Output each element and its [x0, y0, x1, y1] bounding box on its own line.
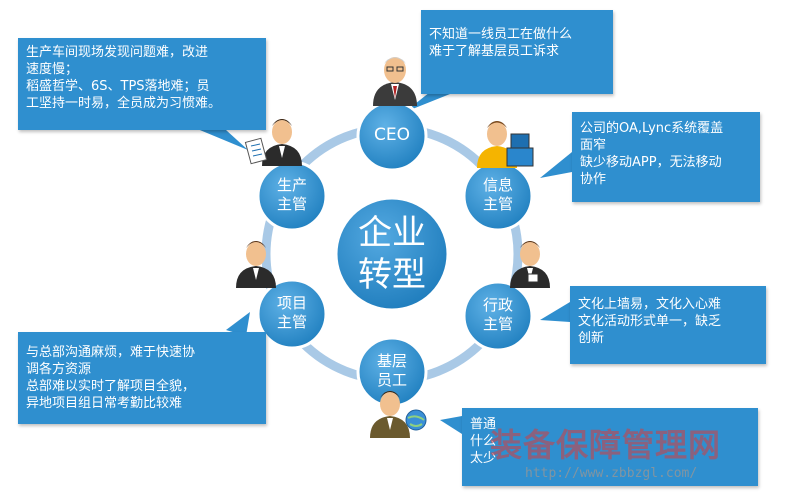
node-label-production: 生产 主管: [258, 176, 326, 214]
callout-project: 与总部沟通麻烦，难于快速协 调各方资源 总部难以实时了解项目全貌， 异地项目组日…: [18, 332, 266, 424]
center-label: 企业 转型: [352, 212, 432, 296]
callout-ceo: 不知道一线员工在做什么 难于了解基层员工诉求: [421, 10, 613, 94]
callout-staff-line2: 什么: [470, 434, 497, 449]
watermark-url: http://www.zbbzgl.com/: [525, 466, 698, 481]
node-production-line1: 生产: [276, 176, 307, 194]
callout-ceo-line2: 难于了解基层员工诉求: [429, 44, 560, 59]
it-person-icon: [477, 121, 534, 168]
callout-project-line3: 总部难以实时了解项目全貌，: [26, 379, 196, 394]
project-person-icon: [236, 241, 276, 288]
node-project-line1: 项目: [276, 294, 307, 312]
node-label-admin: 行政 主管: [464, 296, 532, 334]
node-admin-line2: 主管: [482, 315, 513, 333]
callout-staff-line1: 普通: [470, 417, 497, 432]
callout-ceo-line1: 不知道一线员工在做什么: [429, 27, 573, 42]
production-person-icon: [244, 119, 302, 166]
node-project-line2: 主管: [276, 313, 307, 331]
node-project: [256, 278, 328, 350]
watermark-text: 装备保障管理网: [490, 426, 722, 464]
node-staff-line1: 基层: [376, 352, 407, 370]
callout-info-line4: 协作: [580, 172, 607, 187]
staff-person-icon: [370, 391, 427, 438]
node-info-line2: 主管: [482, 195, 513, 213]
callout-production-line3: 稻盛哲学、6S、TPS落地难；员: [26, 79, 210, 94]
node-staff-line2: 员工: [376, 371, 407, 389]
node-label-info: 信息 主管: [464, 176, 532, 214]
ceo-person-icon: [373, 57, 417, 106]
node-info-line1: 信息: [482, 176, 513, 194]
callout-project-line2: 调各方资源: [26, 362, 92, 377]
callout-project-line4: 异地项目组日常考勤比较难: [26, 396, 183, 411]
node-label-staff: 基层 员工: [358, 352, 426, 390]
callout-production-line2: 速度慢；: [26, 62, 79, 77]
callout-production-line4: 工坚持一时易，全员成为习惯难。: [26, 96, 222, 111]
callout-info-line3: 缺少移动APP，无法移动: [580, 155, 722, 170]
callout-info-line1: 公司的OA,Lync系统覆盖: [580, 121, 724, 136]
center-line2: 转型: [358, 255, 426, 295]
admin-person-icon: [510, 241, 550, 288]
callout-staff-line3: 太少: [470, 451, 497, 466]
callout-admin: 文化上墙易，文化入心难 文化活动形式单一，缺乏 创新: [570, 286, 766, 364]
callout-info-line2: 面窄: [580, 138, 607, 153]
node-admin: [462, 280, 534, 352]
node-production-line2: 主管: [276, 195, 307, 213]
callout-pointer-ceo: [405, 92, 455, 112]
callout-pointer-admin: [540, 302, 570, 322]
callout-pointer-info: [540, 152, 572, 178]
callout-admin-line2: 文化活动形式单一，缺乏: [578, 314, 722, 329]
callout-admin-line3: 创新: [578, 331, 605, 346]
callout-pointer-staff: [440, 416, 462, 434]
callout-admin-line1: 文化上墙易，文化入心难: [578, 297, 722, 312]
callout-pointer-project: [226, 312, 250, 336]
node-label-project: 项目 主管: [258, 294, 326, 332]
node-label-ceo: CEO: [358, 126, 426, 145]
callout-production: 生产车间现场发现问题难，改进 速度慢； 稻盛哲学、6S、TPS落地难；员 工坚持…: [18, 38, 266, 130]
center-line1: 企业: [358, 213, 426, 253]
node-ceo-line1: CEO: [374, 125, 410, 145]
callout-staff: 普通 什么 太少: [462, 408, 758, 486]
callout-project-line1: 与总部沟通麻烦，难于快速协: [26, 345, 196, 360]
center-circle: [334, 196, 450, 312]
callout-info: 公司的OA,Lync系统覆盖 面窄 缺少移动APP，无法移动 协作: [572, 112, 760, 202]
node-admin-line1: 行政: [482, 296, 513, 314]
callout-production-line1: 生产车间现场发现问题难，改进: [26, 45, 209, 60]
